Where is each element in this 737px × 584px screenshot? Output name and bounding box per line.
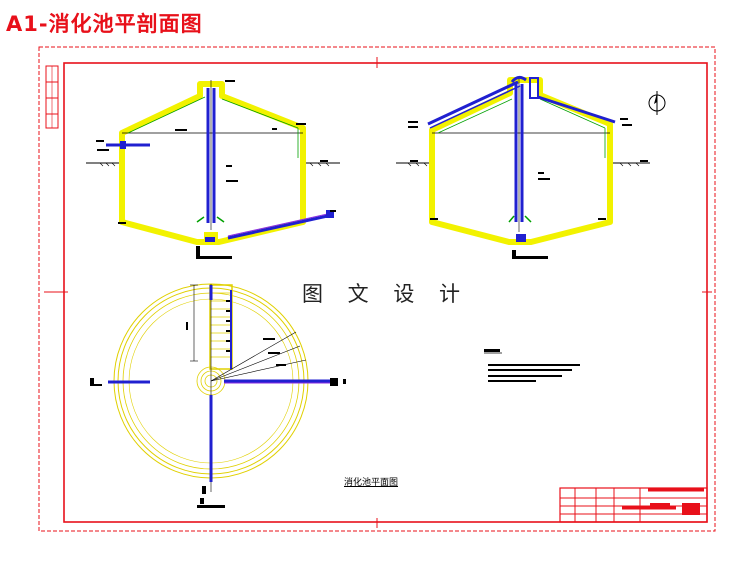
notes-block bbox=[484, 349, 580, 382]
section-view-right bbox=[396, 75, 650, 259]
title-block bbox=[559, 487, 708, 523]
plan-view bbox=[90, 283, 346, 508]
page-title: A1-消化池平剖面图 bbox=[6, 12, 203, 36]
section-view-left bbox=[86, 80, 340, 259]
watermark-text: 图 文 设 计 bbox=[302, 282, 470, 306]
revision-strip bbox=[45, 65, 59, 129]
north-arrow-icon bbox=[648, 91, 666, 115]
plan-view-caption: 消化池平面图 bbox=[344, 478, 399, 488]
sheet-frame bbox=[38, 46, 716, 532]
